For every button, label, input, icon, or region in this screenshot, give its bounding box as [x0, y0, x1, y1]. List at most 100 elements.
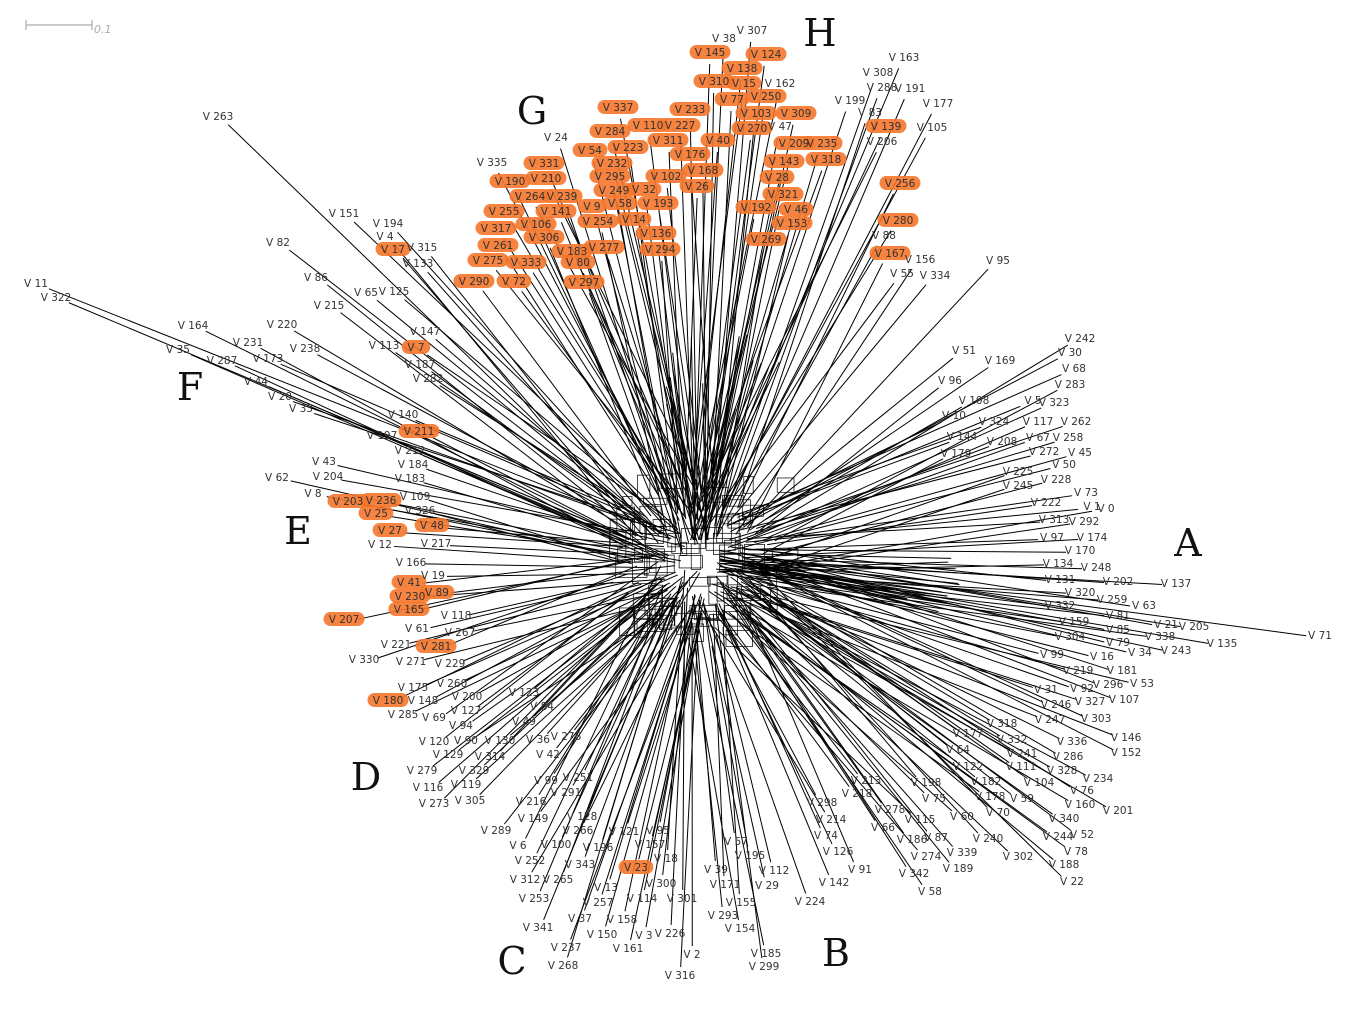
network-edge	[423, 482, 635, 545]
taxon-label: V 54	[578, 145, 602, 157]
taxon-label: V 110	[633, 120, 664, 132]
taxon-label: V 236	[366, 495, 397, 507]
taxon-highlight	[618, 860, 654, 874]
taxon-label: V 168	[688, 165, 719, 177]
network-edge	[721, 609, 980, 793]
taxon-label: V 313	[1039, 514, 1070, 526]
network-edge	[743, 357, 954, 528]
taxon-label: V 124	[751, 49, 782, 61]
taxon-label: V 254	[583, 216, 614, 228]
network-edge	[728, 611, 953, 812]
network-edge	[753, 582, 1065, 670]
taxon-label: V 138	[727, 63, 758, 75]
taxon-label: V 280	[883, 215, 914, 227]
network-edge	[726, 284, 927, 525]
taxon-label: V 61	[405, 623, 429, 635]
network-edge	[605, 604, 697, 927]
taxon-label: V 3	[635, 930, 652, 942]
taxon-label: V 182	[971, 776, 1002, 788]
taxon-highlight	[763, 154, 805, 168]
taxon-label: V 58	[918, 886, 942, 898]
taxon-label: V 263	[203, 111, 234, 123]
taxon-highlight	[589, 124, 631, 138]
taxon-highlight	[535, 204, 577, 218]
taxon-label: V 4	[376, 231, 394, 243]
taxon-label: V 239	[547, 191, 578, 203]
taxon-label: V 109	[400, 491, 431, 503]
taxon-label: V 134	[1043, 558, 1074, 570]
taxon-label: V 80	[566, 257, 590, 269]
network-edge	[773, 488, 1005, 568]
taxon-highlight	[415, 639, 457, 653]
network-edge	[717, 608, 850, 787]
taxon-label: V 151	[329, 208, 360, 220]
network-edge	[756, 566, 988, 808]
taxon-label: V 203	[333, 496, 364, 508]
taxon-label: V 159	[1059, 616, 1090, 628]
network-edge	[426, 468, 638, 543]
network-edge	[353, 221, 679, 530]
taxon-label: V 226	[655, 928, 686, 940]
taxon-label: V 170	[1065, 545, 1096, 557]
taxon-label: V 139	[871, 121, 902, 133]
network-edge	[482, 290, 652, 517]
taxon-label: V 45	[1068, 447, 1092, 459]
taxon-label: V 183	[395, 473, 426, 485]
taxon-highlight	[560, 255, 596, 269]
taxon-label: V 38	[712, 33, 736, 45]
taxon-label: V 10	[942, 410, 966, 422]
network-edge	[422, 455, 661, 557]
taxon-highlight	[637, 196, 679, 210]
network-edge	[747, 568, 1089, 657]
taxon-label: V 227	[665, 120, 696, 132]
taxon-label: V 100	[541, 839, 572, 851]
taxon-label: V 202	[1103, 576, 1134, 588]
network-edge	[738, 590, 855, 863]
taxon-label: V 253	[519, 893, 550, 905]
network-edge	[607, 258, 699, 545]
taxon-label: V 162	[765, 78, 796, 90]
taxon-label: V 15	[732, 78, 756, 90]
taxon-label: V 107	[1109, 694, 1140, 706]
taxon-label: V 27	[378, 525, 402, 537]
taxon-label: V 241	[1007, 748, 1038, 760]
taxon-label: V 104	[1024, 777, 1055, 789]
taxon-label: V 23	[624, 862, 648, 874]
taxon-highlight	[726, 76, 762, 90]
taxon-label: V 331	[529, 158, 560, 170]
network-edge	[710, 154, 792, 469]
network-edge	[48, 288, 677, 539]
taxon-label: V 158	[607, 914, 638, 926]
highlight-layer	[323, 45, 921, 874]
taxon-label: V 327	[1075, 696, 1106, 708]
group-label-d: D	[351, 755, 381, 799]
taxon-label: V 332	[997, 734, 1028, 746]
taxon-highlight	[805, 152, 847, 166]
taxon-label: V 224	[795, 896, 826, 908]
network-edge	[691, 596, 765, 946]
taxon-label: V 291	[551, 787, 582, 799]
core-cell	[707, 575, 729, 585]
taxon-label: V 279	[407, 765, 438, 777]
taxon-label: V 19	[421, 570, 445, 582]
taxon-label: V 303	[1081, 713, 1112, 725]
taxon-label: V 255	[489, 206, 520, 218]
core-cell	[643, 497, 668, 505]
network-edge	[713, 111, 847, 508]
network-edge	[449, 565, 638, 646]
taxon-highlight	[775, 106, 817, 120]
network-edge	[705, 136, 881, 509]
taxon-label: V 89	[425, 587, 449, 599]
network-edge	[280, 363, 659, 528]
taxon-label: V 258	[1053, 432, 1084, 444]
taxon-label: V 250	[751, 91, 782, 103]
taxon-label: V 108	[959, 395, 990, 407]
network-edge	[710, 230, 892, 522]
taxon-label: V 72	[502, 276, 526, 288]
taxon-label: V 262	[1061, 416, 1092, 428]
taxon-label: V 82	[266, 237, 290, 249]
taxon-label: V 215	[314, 300, 345, 312]
network-edge	[740, 609, 1066, 848]
taxon-highlight	[453, 274, 495, 288]
taxon-label: V 211	[404, 426, 435, 438]
